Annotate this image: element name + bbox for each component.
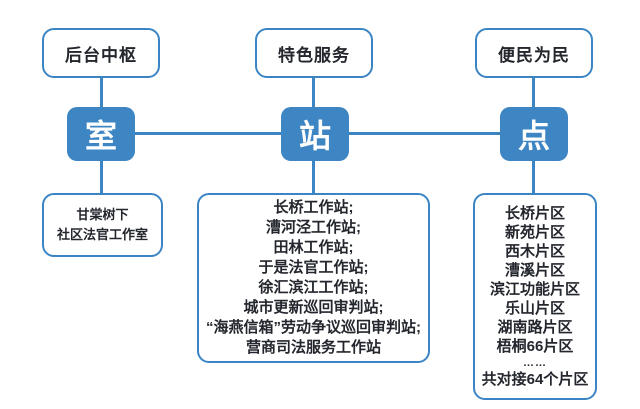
leaf-box-workstation-list: 长桥工作站; 漕河泾工作站; 田林工作站; 于是法官工作站; 徐汇滨江工作站; 城市更新巡… [197,193,430,363]
category-box-bianmin-weimin: 便民为民 [475,28,593,78]
connector-vertical-top-1 [100,78,103,107]
connector-horizontal-shi-zhan [135,132,281,135]
list-item: 甘棠树下 [76,207,129,222]
list-item: 城市更新巡回审判站; [243,299,384,316]
list-item: “海燕信箱”劳动争议巡回审判站; [206,319,421,336]
list-item: 徐汇滨江工作站; [258,279,369,296]
list-item: 营商司法服务工作站 [245,339,381,356]
list-item: …… [523,357,547,369]
list-item: 社区法官工作室 [56,227,148,242]
connector-vertical-bottom-3 [532,161,535,193]
connector-horizontal-zhan-dian [349,132,500,135]
list-item: 漕河泾工作站; [266,219,361,236]
connector-vertical-top-2 [312,78,315,107]
category-box-tese-fuwu: 特色服务 [255,28,373,78]
connector-vertical-bottom-2 [312,161,315,193]
list-item: 西木片区 [504,243,565,260]
list-item: 湖南路片区 [497,319,573,336]
list-item: 梧桐66片区 [496,338,574,355]
category-box-houtai-zhongshu: 后台中枢 [42,28,160,78]
leaf-box-district-list: 长桥片区新苑片区西木片区漕溪片区滨江功能片区乐山片区湖南路片区梧桐66片区 …… 共… [473,193,597,400]
leaf-box-workroom-list: 甘棠树下社区法官工作室 [42,193,163,257]
list-item: 滨江功能片区 [489,281,580,298]
list-item: 于是法官工作站; [258,259,369,276]
list-item: 长桥片区 [504,205,565,222]
connector-vertical-top-3 [532,78,535,107]
list-item: 共对接64个片区 [481,371,589,388]
list-item: 漕溪片区 [504,262,565,279]
list-item: 田林工作站; [273,239,354,256]
node-box-shi: 室 [67,107,135,161]
list-item: 长桥工作站; [273,199,354,216]
connector-vertical-bottom-1 [100,161,103,193]
node-box-dian: 点 [500,107,568,161]
list-item: 新苑片区 [504,224,565,241]
list-item: 乐山片区 [504,300,565,317]
node-box-zhan: 站 [281,107,349,161]
